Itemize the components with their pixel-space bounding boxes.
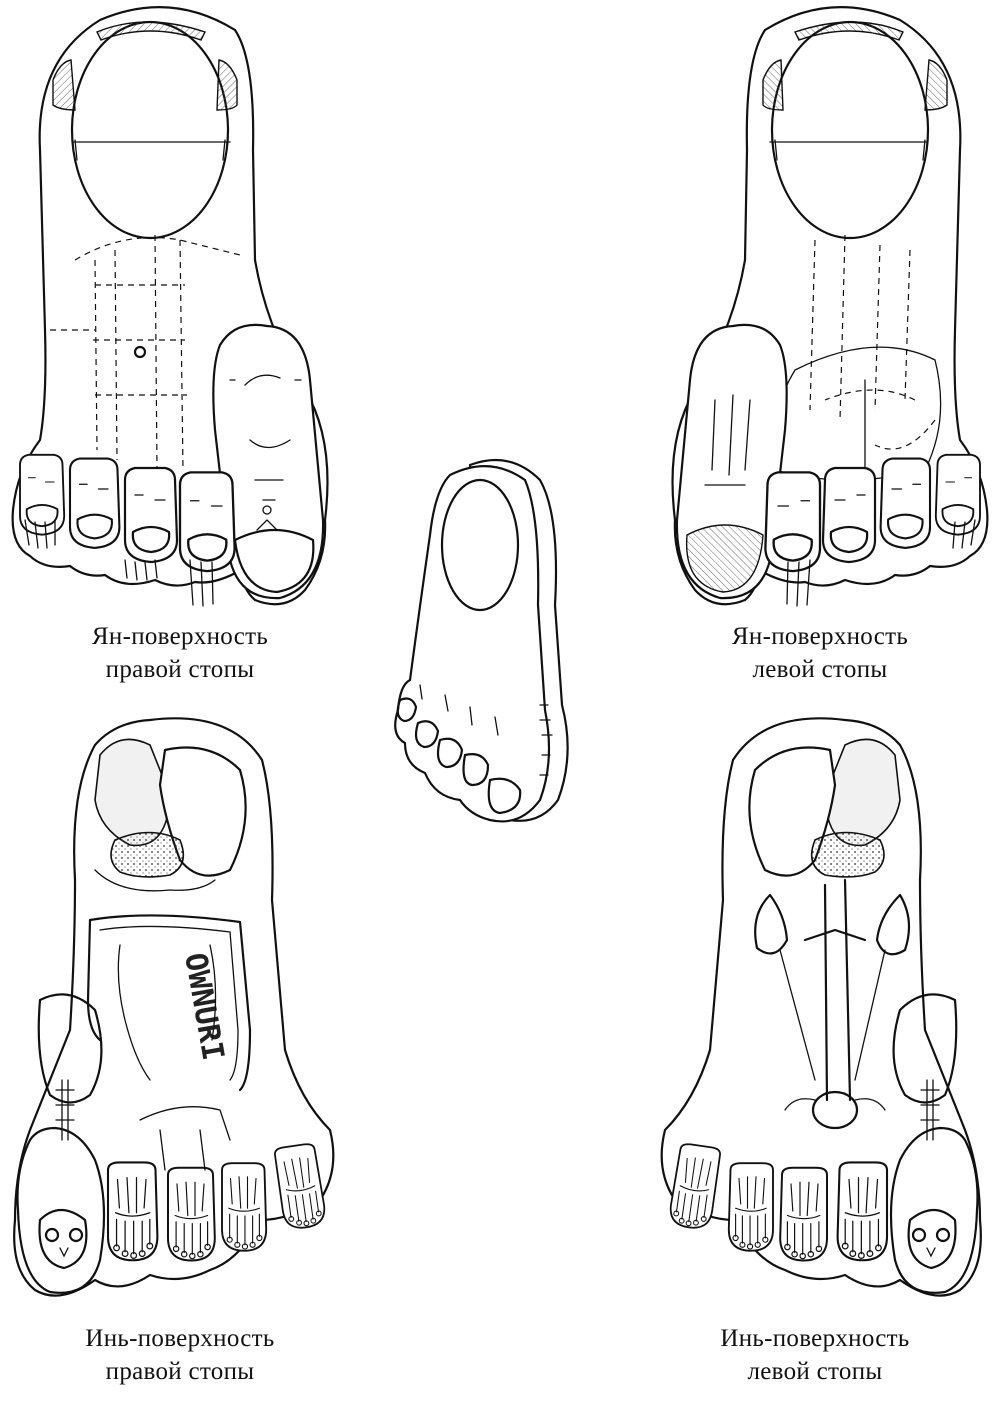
caption-yin-right: Инь-поверхность правой стопы [30, 1322, 330, 1388]
yin-right-foot-diagram: OWNURI [0, 700, 345, 1320]
caption-yin-right-line1: Инь-поверхность [30, 1322, 330, 1355]
caption-yang-left-line1: Ян-поверхность [665, 620, 975, 653]
caption-yang-right-line1: Ян-поверхность [30, 620, 330, 653]
caption-yin-left-line1: Инь-поверхность [665, 1322, 965, 1355]
center-foot-diagram [390, 455, 580, 835]
yin-left-foot-diagram [655, 700, 995, 1320]
yang-right-foot-diagram [5, 0, 335, 610]
liver-dots [111, 833, 183, 877]
caption-yin-left: Инь-поверхность левой стопы [665, 1322, 965, 1388]
caption-yang-right: Ян-поверхность правой стопы [30, 620, 330, 686]
yang-left-foot-diagram [665, 0, 995, 610]
caption-yin-right-line2: правой стопы [30, 1355, 330, 1388]
caption-yang-right-line2: правой стопы [30, 653, 330, 686]
caption-yang-left-line2: левой стопы [665, 653, 975, 686]
caption-yin-left-line2: левой стопы [665, 1355, 965, 1388]
caption-yang-left: Ян-поверхность левой стопы [665, 620, 975, 686]
